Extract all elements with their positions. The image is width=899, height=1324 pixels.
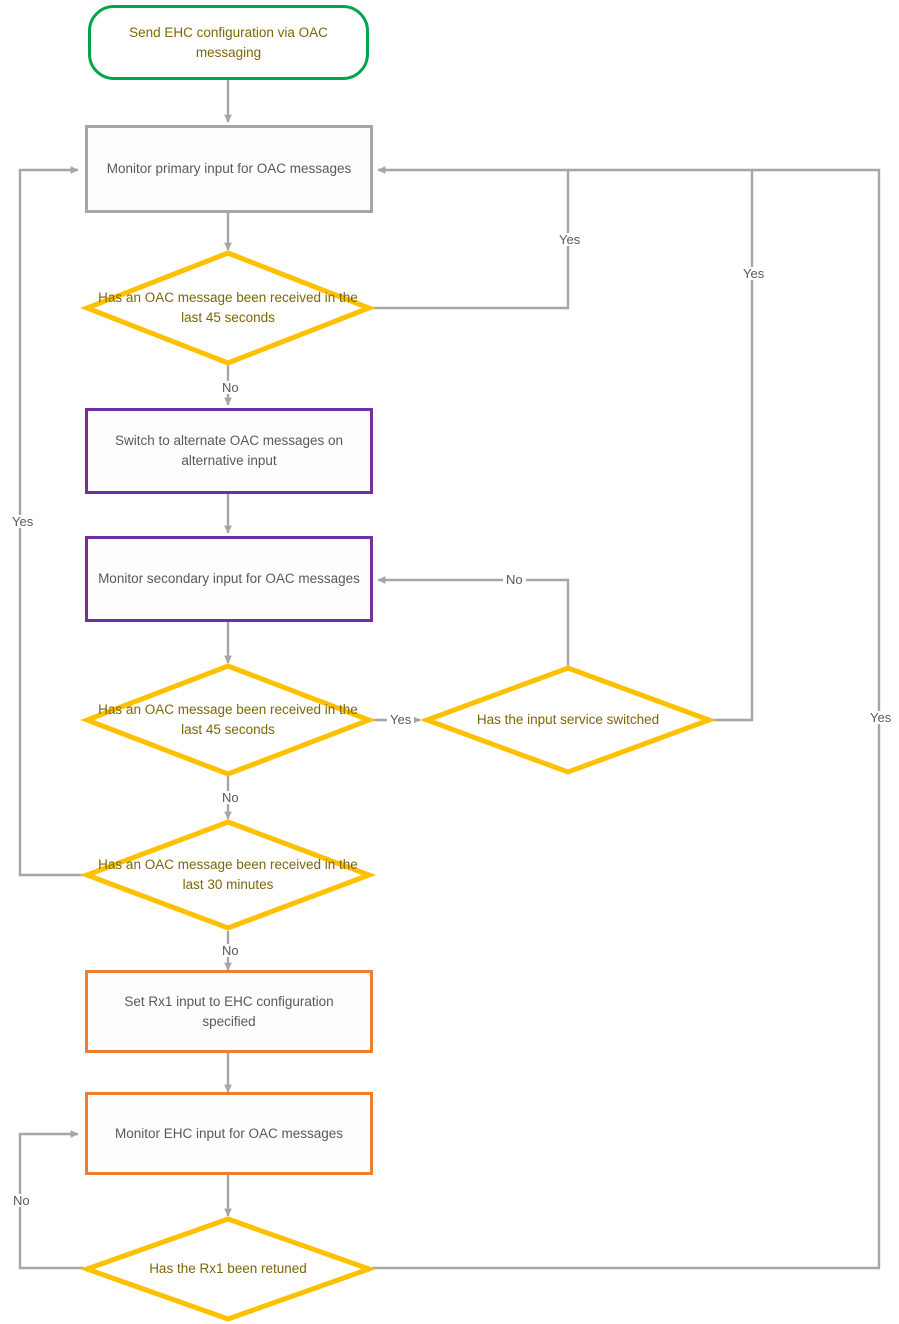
node-decision-rx1-retuned[interactable]: Has the Rx1 been retuned — [79, 1216, 377, 1322]
edge-label-secondary-45s-yes: Yes — [387, 713, 415, 726]
node-decision-45s-secondary[interactable]: Has an OAC message been received in the … — [80, 663, 376, 777]
node-decision-30min[interactable]: Has an OAC message been received in the … — [79, 819, 377, 931]
node-decision-45s-secondary-label: Has an OAC message been received in the … — [98, 702, 358, 737]
node-decision-45s-primary-label: Has an OAC message been received in the … — [98, 290, 358, 325]
node-switch-alternate[interactable]: Switch to alternate OAC messages on alte… — [85, 408, 373, 494]
edge-label-secondary-45s-no: No — [219, 791, 242, 804]
node-monitor-secondary-label: Monitor secondary input for OAC messages — [98, 571, 360, 587]
edge-label-service-switched-yes: Yes — [740, 267, 768, 280]
node-set-rx1[interactable]: Set Rx1 input to EHC configuration speci… — [85, 970, 373, 1053]
edge-label-rx1-retuned-no: No — [10, 1194, 33, 1207]
edge-label-primary-45s-no: No — [219, 381, 242, 394]
edge-label-primary-45s-yes: Yes — [556, 233, 584, 246]
edge-label-thirty-min-yes: Yes — [9, 515, 37, 528]
node-monitor-primary[interactable]: Monitor primary input for OAC messages — [85, 125, 373, 213]
node-set-rx1-label: Set Rx1 input to EHC configuration speci… — [124, 993, 334, 1029]
edge-label-rx1-retuned-yes: Yes — [867, 711, 895, 724]
edge-service-switched-yes-to-monitor-primary — [568, 168, 754, 722]
node-monitor-ehc-label: Monitor EHC input for OAC messages — [114, 1125, 344, 1141]
node-decision-rx1-retuned-label: Has the Rx1 been retuned — [149, 1261, 307, 1277]
node-monitor-primary-label: Monitor primary input for OAC messages — [106, 161, 352, 177]
node-monitor-secondary[interactable]: Monitor secondary input for OAC messages — [85, 536, 373, 622]
edge-label-thirty-min-no: No — [219, 944, 242, 957]
edge-label-service-switched-no: No — [503, 573, 526, 586]
edge-service-switched-no-to-monitor-secondary — [377, 576, 570, 670]
node-decision-service-switched-label: Has the input service switched — [476, 712, 660, 728]
edge-decision45s-yes-to-monitor-primary — [372, 166, 570, 310]
node-switch-alternate-label: Switch to alternate OAC messages on alte… — [114, 433, 344, 468]
node-decision-service-switched[interactable]: Has the input service switched — [419, 665, 717, 775]
node-monitor-ehc[interactable]: Monitor EHC input for OAC messages — [85, 1092, 373, 1175]
node-start[interactable]: Send EHC configuration via OAC messaging — [88, 5, 369, 80]
node-decision-45s-primary[interactable]: Has an OAC message been received in the … — [80, 250, 376, 366]
node-decision-30min-label: Has an OAC message been received in the … — [98, 857, 358, 892]
node-start-label: Send EHC configuration via OAC messaging — [129, 24, 328, 60]
